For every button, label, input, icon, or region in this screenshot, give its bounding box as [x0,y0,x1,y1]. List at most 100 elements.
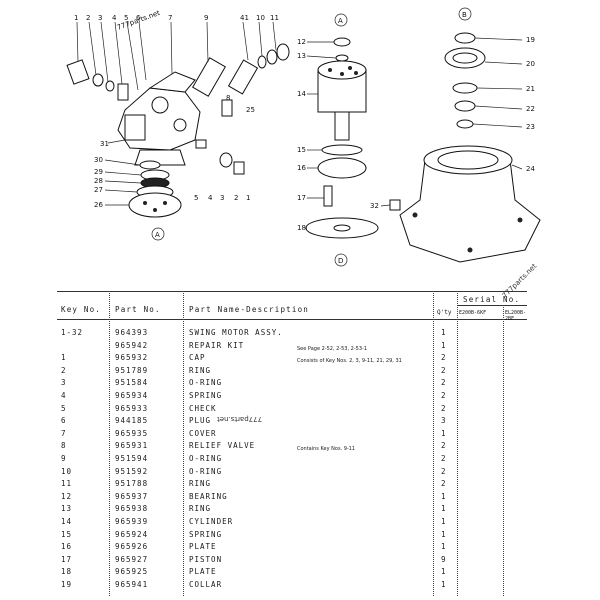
header-serial-no: Serial No. [463,295,521,304]
row-qty: 1 [441,542,447,552]
row-key-no: 12 [61,491,73,501]
row-key-no: 6 [61,416,67,426]
callout-25: 25 [246,106,255,114]
row-description: PISTON [189,554,223,564]
row-qty: 1 [441,328,447,337]
row-description: CHECK [189,403,217,413]
row-part-no: 965934 [115,391,149,400]
row-qty: 2 [441,479,447,489]
row-part-no: 965927 [115,554,149,564]
row-description: SPRING [189,529,223,539]
row-key-no: 1 [61,353,67,363]
ref-marker-d: D [338,257,343,265]
bearing-plate-stack [128,160,182,218]
row-key-no: 15 [61,529,73,539]
callout-17: 17 [297,194,306,202]
callout-labels: 1 2 3 4 5 6 7 8 9 25 31 30 29 28 27 26 1… [74,9,535,265]
header-description: Part Name-Description [189,305,310,314]
callout-30: 30 [94,156,103,164]
motor-valve-body [117,71,201,166]
row-part-no: 965939 [115,517,149,526]
callout-1b: 1 [246,194,250,202]
row-qty: 2 [441,353,447,363]
row-key-no: 9 [61,454,67,463]
callout-2b: 2 [234,194,238,202]
row-description: PLUG [189,416,212,426]
row-qty: 1 [441,517,447,526]
row-description: RING [189,365,212,375]
row-description: CAP [189,353,206,363]
callout-15: 15 [297,146,306,154]
callout-23: 23 [526,123,535,131]
row-part-no: 965924 [115,529,149,539]
row-note: Consists of Key Nos. 2, 3, 9-11, 21, 29,… [297,358,402,365]
row-description: PLATE [189,567,217,577]
row-qty: 2 [441,454,447,463]
row-qty: 1 [441,567,447,577]
callout-20: 20 [526,60,535,68]
row-note: See Page 2-52, 2-53, 2-53-1 [297,345,367,352]
row-part-no: 951789 [115,365,149,375]
callout-27: 27 [94,186,103,194]
row-part-no: 965925 [115,567,149,577]
callout-2: 2 [86,14,90,22]
exploded-parts-diagram: 1 2 3 4 5 6 7 8 9 25 31 30 29 28 27 26 1… [66,7,541,267]
row-part-no: 951592 [115,466,149,476]
header-serial-el200b: EL200B-2BF [505,310,527,322]
callout-26: 26 [94,201,103,209]
header-part-no: Part No. [115,305,161,314]
ref-marker-a-bottom: A [155,231,160,239]
leader-lines [76,7,523,267]
callout-32: 32 [370,202,379,210]
row-key-no: 17 [61,554,73,564]
row-qty: 1 [441,504,447,514]
row-description: RING [189,504,212,514]
row-part-no: 965938 [115,504,149,514]
row-part-no: 965926 [115,542,149,552]
row-qty: 2 [441,403,447,413]
callout-3: 3 [98,14,102,22]
swing-housing [389,32,541,263]
callout-12: 12 [297,38,306,46]
row-qty: 1 [441,428,447,438]
header-serial-e200b: E200B-6KF [459,310,487,316]
row-description: COVER [189,428,217,438]
row-qty: 3 [441,416,447,426]
row-description: RING [189,479,212,489]
row-description: O-RING [189,454,223,463]
row-part-no: 965935 [115,428,149,438]
row-qty: 9 [441,554,447,564]
row-part-no: 965931 [115,441,149,451]
callout-6: 6 [136,14,141,22]
row-part-no: 951594 [115,454,149,463]
row-qty: 1 [441,491,447,501]
callout-13: 13 [297,52,306,60]
row-part-no: 965937 [115,491,149,501]
row-key-no: 19 [61,580,73,589]
row-key-no: 2 [61,365,67,375]
header-qty: Q'ty [437,309,452,316]
row-key-no: 7 [61,428,67,438]
callout-14: 14 [297,90,306,98]
callout-10: 10 [256,14,265,22]
callout-21: 21 [526,85,535,93]
callout-29: 29 [94,168,103,176]
row-note: Contains Key Nos. 9-11 [297,446,356,453]
row-key-no: 4 [61,391,67,400]
row-description: PLATE [189,542,217,552]
header-key-no: Key No. [61,305,102,314]
row-key-no: 3 [61,378,67,388]
ref-marker-b: B [462,11,467,19]
diagram-watermark: 777parts.net [116,9,161,32]
row-key-no: 11 [61,479,73,489]
row-key-no: 14 [61,517,73,526]
callout-31: 31 [100,140,109,148]
row-key-no: 8 [61,441,67,451]
callout-8: 8 [226,94,230,102]
relief-valve-parts [66,43,290,175]
row-part-no: 951584 [115,378,149,388]
row-part-no: 965933 [115,403,149,413]
callout-22: 22 [526,105,535,113]
row-key-no: 10 [61,466,73,476]
row-part-no: 965941 [115,580,149,589]
